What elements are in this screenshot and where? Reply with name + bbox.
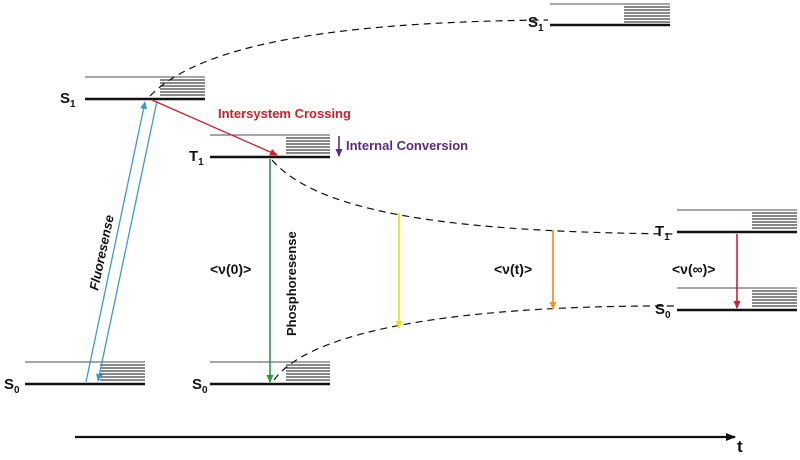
- label-s1-top: S1: [528, 14, 544, 34]
- level-s0-mid: [210, 361, 330, 386]
- label-t1-mid: T1: [189, 148, 204, 168]
- level-t1-mid: [210, 134, 330, 159]
- curve-s1-evolution: [149, 19, 549, 97]
- nu-0-label: <ν(0)>: [210, 261, 251, 277]
- level-s0-left: [25, 361, 145, 386]
- fluorescence-arrow-down: [96, 100, 158, 382]
- label-s0-left: S0: [4, 376, 20, 396]
- curve-t1-evolution: [271, 159, 677, 235]
- level-t1-right: [677, 209, 797, 234]
- time-axis-label: t: [737, 437, 743, 456]
- nu-t-label: <ν(t)>: [494, 261, 532, 277]
- label-s0-mid: S0: [192, 376, 208, 396]
- fluorescence-arrow-up: [85, 101, 147, 383]
- level-s1-left: [85, 76, 205, 101]
- curve-s0-evolution: [273, 305, 677, 381]
- label-t1-right: T1: [655, 223, 670, 243]
- fluorescence-label: Fluoresense: [86, 214, 117, 292]
- isc-arrow: [151, 99, 278, 156]
- phosphorescence-label: Phosphoresense: [284, 231, 299, 336]
- isc-label: Intersystem Crossing: [218, 106, 351, 121]
- nu-inf-label: <ν(∞)>: [672, 261, 715, 277]
- label-s1-left: S1: [60, 90, 76, 110]
- label-s0-right: S0: [655, 301, 671, 321]
- level-s1-top: [550, 3, 670, 27]
- internal-conversion-label: Internal Conversion: [346, 138, 468, 153]
